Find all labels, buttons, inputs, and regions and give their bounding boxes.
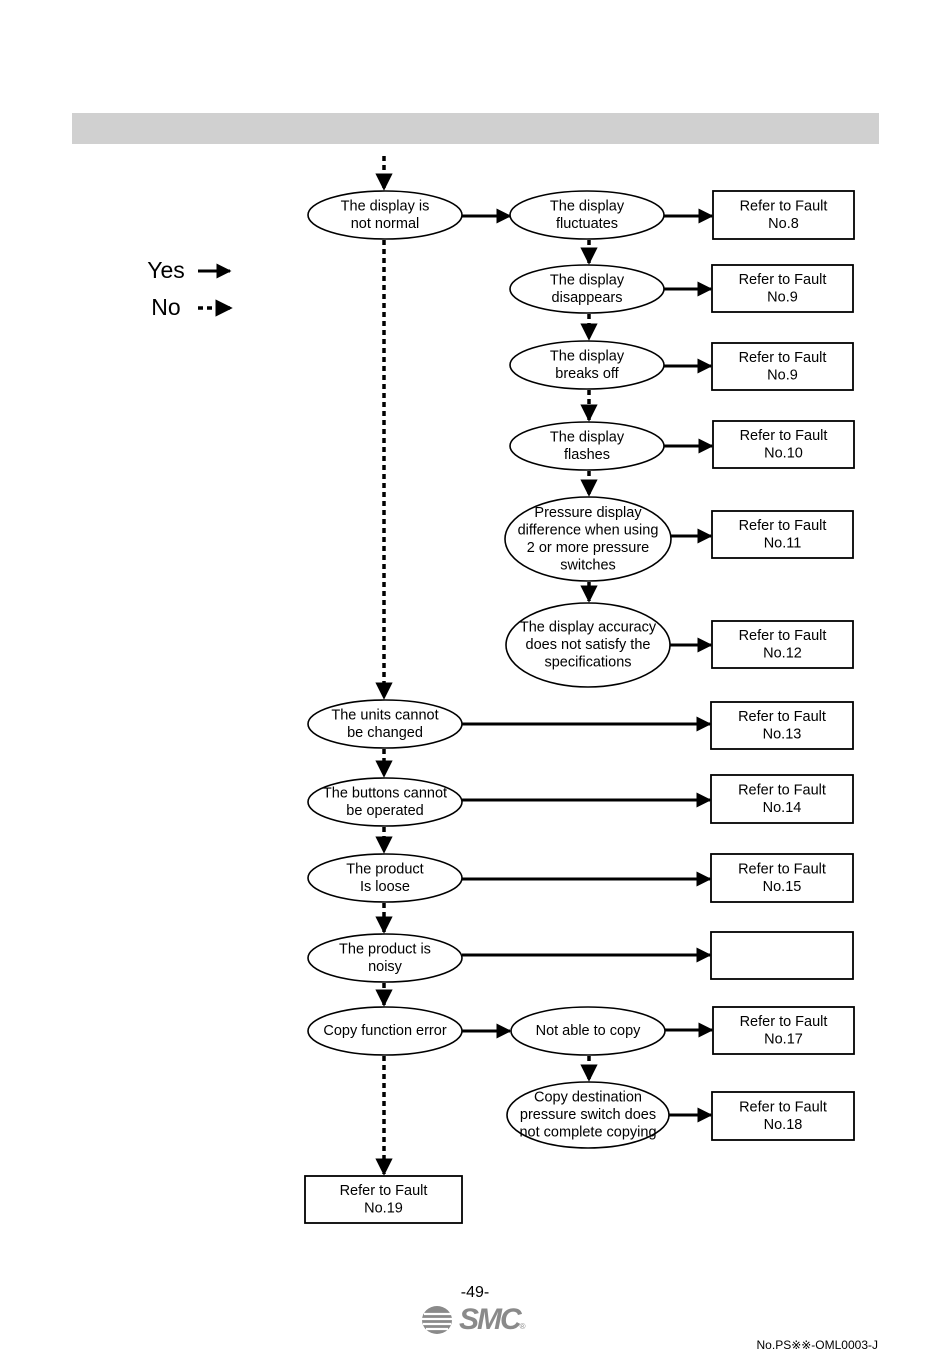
- fault-18-box-text: Refer to Fault: [739, 1099, 827, 1115]
- units-cannot-change-node: The units cannot be changed: [307, 699, 463, 749]
- display-not-normal-node-text: The display is: [341, 198, 430, 214]
- display-fluctuates-node: The display fluctuates: [509, 190, 665, 240]
- smc-logo-text: SMC: [459, 1303, 522, 1336]
- copy-incomplete-node-text: pressure switch does: [520, 1107, 656, 1123]
- fault-9b-box-text: No.9: [767, 367, 798, 383]
- legend-no-label: No: [151, 294, 180, 320]
- pressure-difference-node-text: switches: [560, 557, 616, 573]
- display-flashes-node-text: flashes: [564, 447, 610, 463]
- document-number: No.PS※※-OML0003-J: [756, 1338, 878, 1352]
- accuracy-node-text: The display accuracy: [520, 620, 657, 636]
- copy-incomplete-node-text: not complete copying: [519, 1125, 656, 1141]
- display-breaks-off-node-text: breaks off: [555, 366, 619, 382]
- display-disappears-node: The display disappears: [509, 264, 665, 314]
- fault-12-box-text: No.12: [763, 645, 802, 661]
- display-fluctuates-node-text: The display: [550, 198, 625, 214]
- pressure-difference-node-text: 2 or more pressure: [527, 540, 650, 556]
- display-disappears-node-text: disappears: [552, 290, 623, 306]
- not-able-to-copy-node: Not able to copy: [510, 1006, 666, 1056]
- display-fluctuates-node-text: fluctuates: [556, 216, 618, 232]
- fault-15-box-text: No.15: [763, 879, 802, 895]
- copy-incomplete-node-text: Copy destination: [534, 1090, 642, 1106]
- accuracy-node-text: specifications: [544, 655, 631, 671]
- fault-11-box-text: No.11: [764, 535, 802, 551]
- product-noisy-node: The product is noisy: [307, 933, 463, 983]
- fault-11-box-text: Refer to Fault: [739, 518, 827, 534]
- fault-10-box-text: No.10: [764, 445, 803, 461]
- fault-8-box-text: Refer to Fault: [740, 198, 828, 214]
- fault-9a-box-text: Refer to Fault: [739, 272, 827, 288]
- fault-12-box-text: Refer to Fault: [739, 628, 827, 644]
- fault-noisy-box: [710, 931, 854, 980]
- product-loose-node-text: The product: [346, 861, 423, 877]
- display-flashes-node: The display flashes: [509, 421, 665, 471]
- fault-14-box-text: Refer to Fault: [738, 782, 826, 798]
- display-flashes-node-text: The display: [550, 429, 625, 445]
- pressure-difference-node-text: Pressure display: [534, 505, 642, 521]
- display-not-normal-node-text: not normal: [351, 216, 420, 232]
- fault-18-box-text: No.18: [764, 1117, 803, 1133]
- pressure-difference-node-text: difference when using: [518, 522, 659, 538]
- units-cannot-change-node-text: The units cannot: [331, 707, 438, 723]
- smc-logo: SMC ®: [421, 1303, 531, 1337]
- buttons-cannot-operate-node: The buttons cannot be operated: [307, 777, 463, 827]
- fault-13-box-text: No.13: [763, 726, 802, 742]
- fault-15-box-text: Refer to Fault: [738, 861, 826, 877]
- fault-14-box-text: No.14: [763, 800, 802, 816]
- product-noisy-node-text: The product is: [339, 941, 431, 957]
- display-breaks-off-node: The display breaks off: [509, 340, 665, 390]
- fault-8-box-text: No.8: [768, 216, 799, 232]
- registered-mark: ®: [519, 1322, 526, 1331]
- product-noisy-node-text: noisy: [368, 959, 403, 975]
- not-able-to-copy-node-text: Not able to copy: [536, 1023, 642, 1039]
- display-not-normal-node: The display is not normal: [307, 190, 463, 240]
- buttons-cannot-operate-node-text: The buttons cannot: [323, 785, 447, 801]
- product-loose-node-text: Is loose: [360, 879, 410, 895]
- display-breaks-off-node-text: The display: [550, 348, 625, 364]
- display-disappears-node-text: The display: [550, 272, 625, 288]
- section-header-bar: [72, 113, 879, 144]
- legend-yes-label: Yes: [147, 257, 185, 283]
- product-loose-node: The product Is loose: [307, 853, 463, 903]
- page-number: -49-: [460, 1284, 490, 1301]
- fault-9a-box-text: No.9: [767, 289, 798, 305]
- copy-error-node: Copy function error: [307, 1006, 463, 1056]
- buttons-cannot-operate-node-text: be operated: [346, 803, 423, 819]
- copy-error-node-text: Copy function error: [323, 1023, 446, 1039]
- accuracy-node-text: does not satisfy the: [526, 637, 651, 653]
- fault-17-box-text: Refer to Fault: [740, 1014, 828, 1030]
- fault-10-box-text: Refer to Fault: [740, 428, 828, 444]
- fault-19-box-text: No.19: [364, 1200, 403, 1216]
- fault-19-box-text: Refer to Fault: [340, 1183, 428, 1199]
- fault-17-box-text: No.17: [764, 1031, 803, 1047]
- smc-globe-icon: [422, 1306, 452, 1334]
- fault-9b-box-text: Refer to Fault: [739, 350, 827, 366]
- fault-13-box-text: Refer to Fault: [738, 709, 826, 725]
- units-cannot-change-node-text: be changed: [347, 725, 423, 741]
